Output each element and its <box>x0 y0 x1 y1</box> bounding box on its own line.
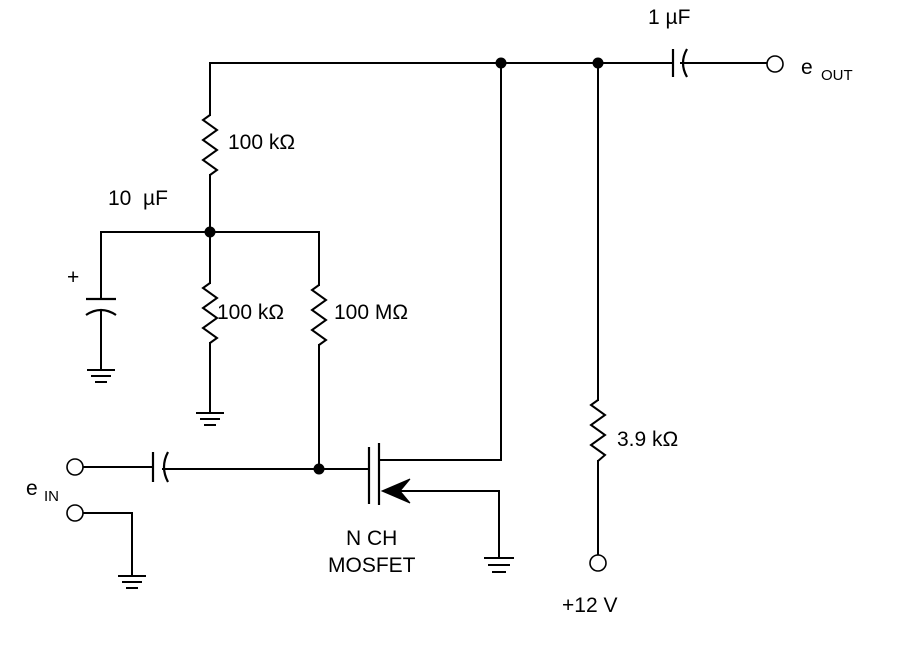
label-r-top: 100 kΩ <box>228 131 295 154</box>
input-return-terminal <box>66 504 84 522</box>
label-c-bypass-polarity: + <box>67 266 79 289</box>
label-transistor-line2: MOSFET <box>328 554 416 577</box>
input-terminal <box>66 458 84 476</box>
label-output-terminal: e <box>801 56 813 79</box>
supply-terminal <box>589 554 607 572</box>
ground-icon <box>87 369 115 383</box>
junction-dot <box>204 226 216 238</box>
drain-wire <box>378 62 502 461</box>
output-terminal <box>766 55 784 73</box>
label-r-load: 3.9 kΩ <box>617 428 678 451</box>
ground-icon <box>484 557 514 573</box>
label-r-bias: 100 kΩ <box>217 301 284 324</box>
resistor-r-load <box>589 399 607 462</box>
label-supply: +12 V <box>562 594 617 617</box>
label-transistor-line1: N CH <box>346 527 397 550</box>
input-return-wire <box>83 512 133 576</box>
capacitor-c-out-plate-curved <box>681 48 688 78</box>
label-r-gate: 100 MΩ <box>334 301 408 324</box>
source-wire <box>399 490 500 558</box>
label-input-terminal: e <box>26 477 38 500</box>
label-c-bypass: 10 µF <box>108 187 168 210</box>
label-c-out: 1 µF <box>648 6 690 29</box>
resistor-r-gate <box>310 284 328 346</box>
label-output-terminal-subscript: OUT <box>821 67 853 84</box>
capacitor-c-in-plate-curved <box>162 451 169 483</box>
ground-icon <box>196 412 224 426</box>
resistor-r-bias <box>201 282 219 344</box>
junction-dot <box>495 57 507 69</box>
mosfet-arrow-icon <box>380 478 411 504</box>
junction-dot <box>313 463 325 475</box>
label-input-terminal-subscript: IN <box>44 488 59 505</box>
junction-dot <box>592 57 604 69</box>
ground-icon <box>118 575 146 589</box>
resistor-r-top <box>201 114 219 176</box>
